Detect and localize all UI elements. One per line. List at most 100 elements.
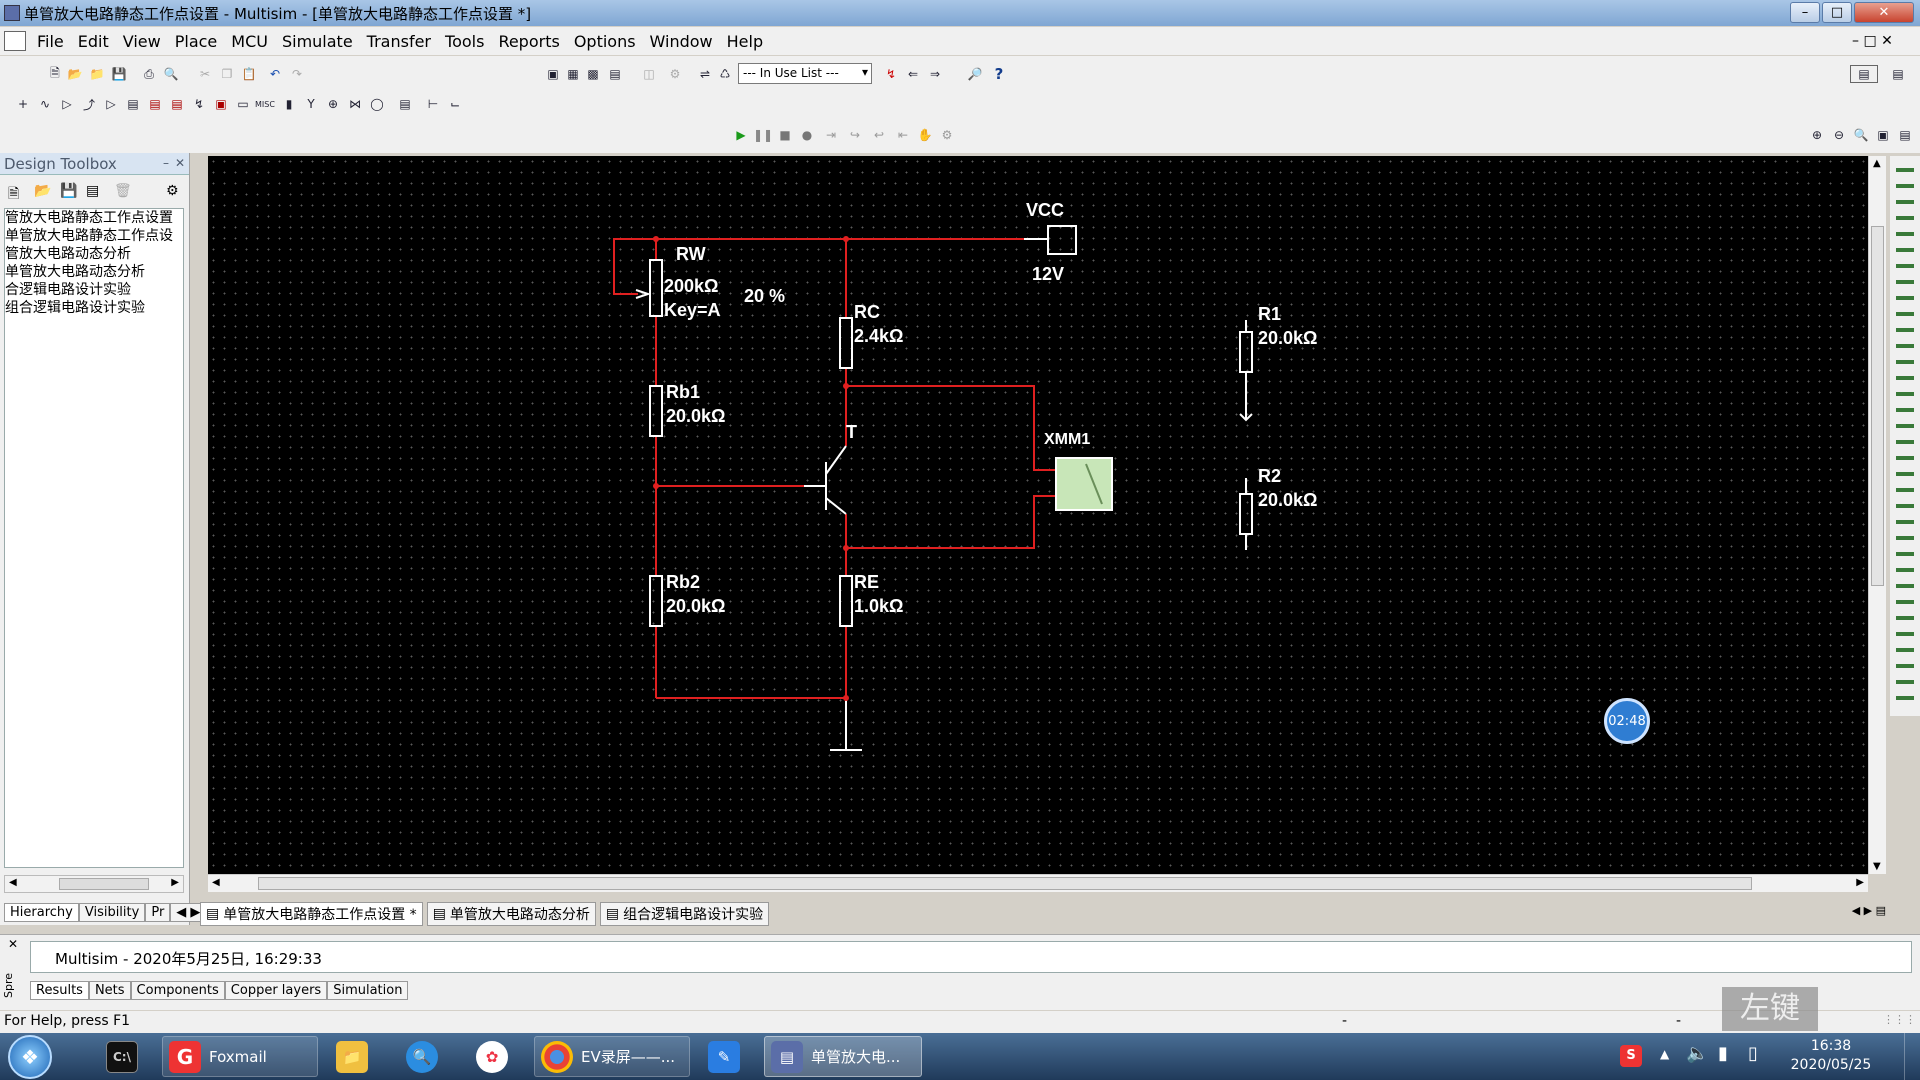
step-icon[interactable]: ⇥ [825, 128, 837, 142]
misc-icon[interactable]: MISC [255, 99, 275, 109]
network-icon[interactable]: ▮ [1718, 1043, 1728, 1064]
zoom-full-icon[interactable]: ▤ [1899, 128, 1911, 142]
minimize-button[interactable]: – [1790, 2, 1820, 23]
wire-rw-wiper[interactable] [613, 239, 638, 295]
clock[interactable]: 16:38 2020/05/25 [1786, 1037, 1876, 1075]
ni-icon[interactable]: ⋈ [349, 97, 361, 111]
tree-item[interactable]: 单管放大电路动态分析 [5, 264, 145, 280]
power-component-icon[interactable]: ▭ [237, 97, 249, 111]
cut-icon[interactable]: ✂ [199, 67, 211, 81]
pause-icon[interactable]: ❚❚ [752, 128, 774, 142]
tab-results[interactable]: Results [30, 981, 89, 1000]
backannotate-icon[interactable]: ⇐ [907, 67, 919, 81]
spreadsheet-icon[interactable]: ▤ [609, 67, 621, 81]
netlist-icon[interactable]: ⇌ [699, 67, 711, 81]
tree-item[interactable]: 单管放大电路静态工作点设 [5, 228, 173, 244]
settings-icon[interactable]: ⚙ [166, 183, 179, 199]
menu-reports[interactable]: Reports [498, 31, 560, 51]
rw-body[interactable] [649, 259, 663, 317]
close-document-icon[interactable]: ▤ [86, 183, 100, 199]
full-screen-icon[interactable]: ▣ [547, 67, 559, 81]
hierarchical-block-icon[interactable]: ▤ [399, 97, 411, 111]
forward-annotate-icon[interactable]: ⇒ [929, 67, 941, 81]
rb2-body[interactable] [649, 575, 663, 627]
maximize-button[interactable]: □ [1822, 2, 1852, 23]
mcu-icon[interactable]: ◯ [370, 97, 384, 111]
toolbox-close-icon[interactable]: ✕ [174, 156, 185, 170]
find-examples-icon[interactable]: 🔎 [967, 67, 983, 81]
probe-icon[interactable]: ✋ [917, 128, 933, 142]
canvas-vscroll[interactable]: ▲ ▼ [1868, 156, 1886, 874]
task-foxmail[interactable]: G Foxmail [162, 1036, 318, 1077]
scroll-right-icon[interactable]: ▶ [171, 877, 179, 888]
ime-icon[interactable]: S [1620, 1045, 1642, 1067]
tab-components[interactable]: Components [130, 981, 225, 1000]
breakpoint-icon[interactable]: ⇤ [897, 128, 909, 142]
r2-body[interactable] [1239, 493, 1253, 535]
task-console[interactable]: C:\ [100, 1036, 150, 1077]
bus-icon[interactable]: ⊢ [427, 97, 439, 111]
misc-digital-icon[interactable]: ▤ [171, 97, 183, 111]
task-explorer[interactable]: 📁 [330, 1036, 380, 1077]
tab-hierarchy[interactable]: Hierarchy [4, 903, 79, 922]
menu-simulate[interactable]: Simulate [281, 31, 353, 51]
doc-tab-dynamic[interactable]: ▤ 单管放大电路动态分析 [426, 902, 596, 926]
menu-place[interactable]: Place [174, 31, 218, 51]
menu-file[interactable]: File [37, 31, 64, 51]
instrument-icons[interactable] [1896, 162, 1914, 702]
ttl-icon[interactable]: ▤ [127, 97, 139, 111]
tree-item[interactable]: 管放大电路动态分析 [5, 246, 131, 262]
rc-body[interactable] [839, 317, 853, 369]
zoom-out-icon[interactable]: ⊖ [1833, 128, 1845, 142]
components-icon[interactable]: ⚙ [669, 67, 681, 81]
in-use-list-select[interactable]: --- In Use List --- ▾ [738, 63, 872, 84]
doc-icon[interactable] [4, 31, 26, 51]
menu-edit[interactable]: Edit [77, 31, 109, 51]
scroll-right-icon[interactable]: ▶ [1856, 877, 1864, 888]
task-pinwheel[interactable]: ✿ [470, 1036, 520, 1077]
help-icon[interactable]: ? [994, 65, 1004, 83]
cmos-icon[interactable]: ▤ [149, 97, 161, 111]
breadboard-icon[interactable]: ♺ [719, 67, 731, 81]
erc-icon[interactable]: ↯ [885, 67, 897, 81]
save-document-icon[interactable]: 💾 [60, 183, 78, 199]
tab-nets[interactable]: Nets [88, 981, 131, 1000]
task-ev-recorder[interactable]: EV录屏——... [534, 1036, 690, 1077]
schematic-canvas[interactable]: VCC 12V RW 200kΩ Key=A 20 % RC 2.4kΩ Rb1… [208, 156, 1868, 874]
paste-icon[interactable]: 📋 [241, 67, 257, 81]
copy-icon[interactable]: ❐ [221, 67, 233, 81]
database-icon[interactable]: ◫ [643, 67, 655, 81]
doc-tab-logic[interactable]: ▤ 组合逻辑电路设计实验 [599, 902, 770, 926]
multimeter-xmm1[interactable] [1055, 457, 1113, 511]
tree-item[interactable]: 合逻辑电路设计实验 [5, 282, 131, 298]
rf-icon[interactable]: Y [307, 97, 315, 111]
toolbox-pin-icon[interactable]: – [163, 156, 169, 170]
new-icon[interactable]: 🗎 [50, 65, 60, 80]
scroll-thumb[interactable] [59, 878, 149, 890]
new-document-icon[interactable]: 🗎 [8, 186, 20, 202]
wire-icon[interactable]: ⌙ [449, 97, 461, 111]
menu-tools[interactable]: Tools [445, 31, 485, 51]
diode-icon[interactable]: ▷ [62, 97, 72, 111]
open-sample-icon[interactable]: 📁 [89, 67, 105, 81]
menu-window[interactable]: Window [649, 31, 713, 51]
spreadsheet-close-icon[interactable]: ✕ [8, 937, 19, 951]
tab-project[interactable]: Pr [145, 903, 171, 922]
basic-component-icon[interactable]: ∿ [39, 97, 51, 111]
wire-xmm-minus[interactable] [846, 495, 1056, 549]
save-icon[interactable]: 💾 [111, 67, 127, 81]
run-icon[interactable]: ▶ [736, 128, 746, 142]
scroll-left-icon[interactable]: ◀ [212, 877, 220, 888]
open-icon[interactable]: 📂 [67, 67, 83, 81]
menu-mcu[interactable]: MCU [231, 31, 268, 51]
show-desktop-button[interactable] [1904, 1033, 1920, 1080]
vcc-symbol[interactable] [1047, 225, 1077, 255]
zoom-fit-icon[interactable]: ▣ [1877, 128, 1889, 142]
tree-item[interactable]: 管放大电路静态工作点设置 [5, 210, 173, 226]
scroll-down-icon[interactable]: ▼ [1873, 861, 1881, 872]
toolbox-toggle-icon[interactable]: ▩ [587, 67, 599, 81]
print-preview-icon[interactable]: 🔍 [163, 67, 179, 81]
indicator-icon[interactable]: ▣ [215, 97, 227, 111]
r1-body[interactable] [1239, 331, 1253, 373]
rb1-body[interactable] [649, 385, 663, 437]
